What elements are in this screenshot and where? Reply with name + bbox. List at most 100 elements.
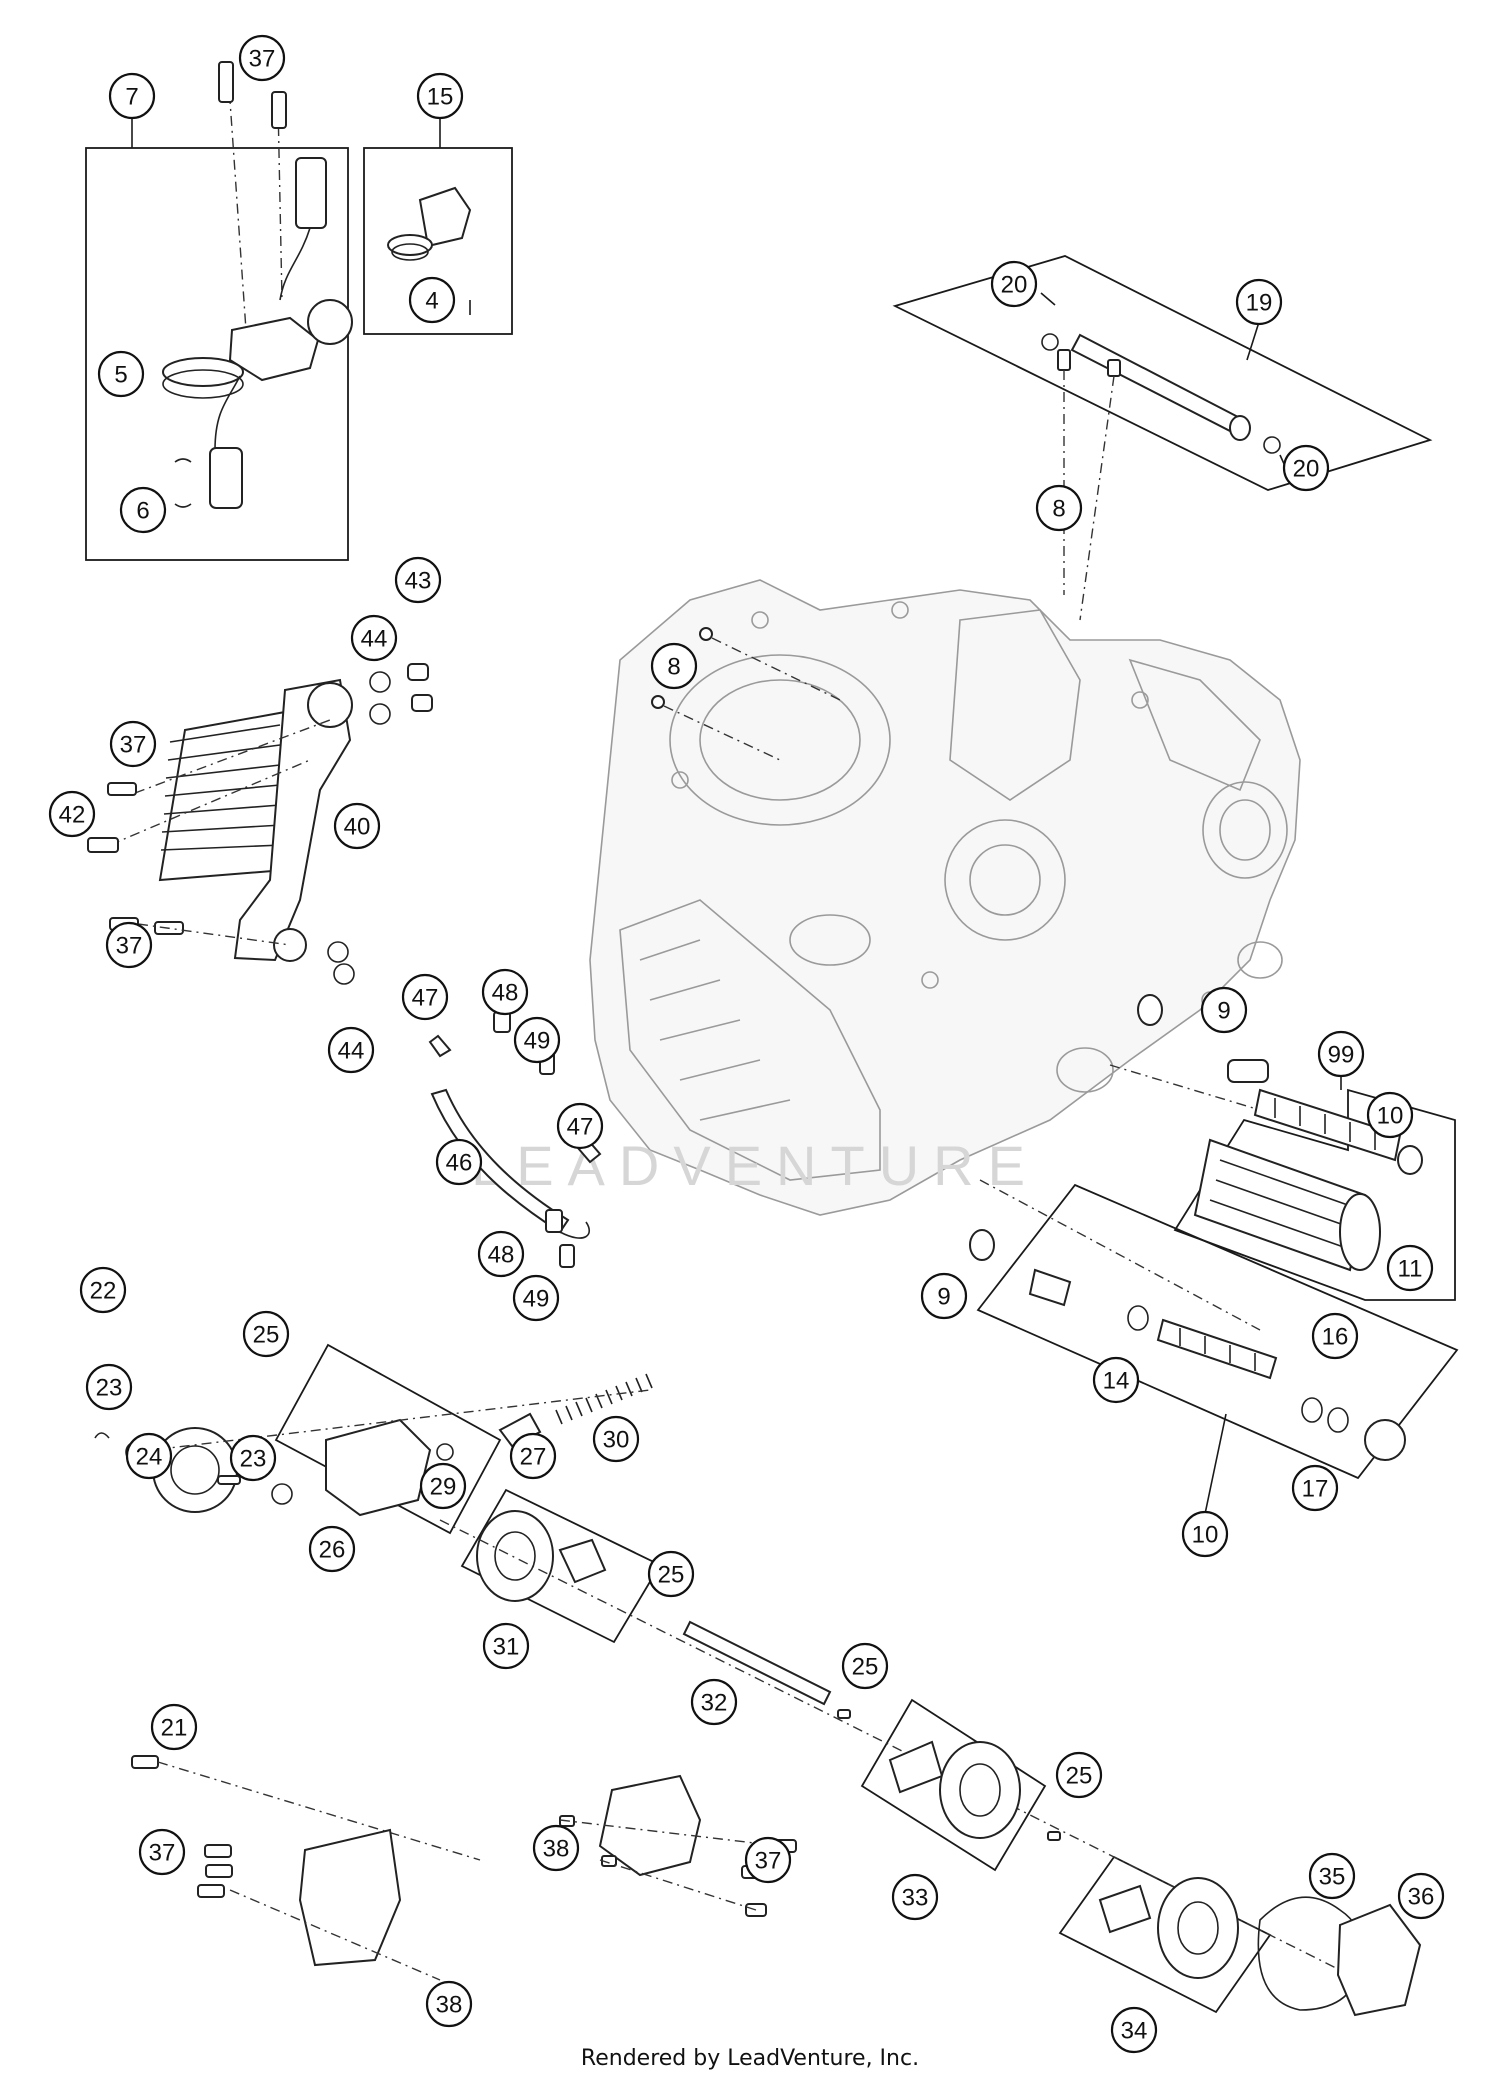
group-box-15: [363, 115, 513, 335]
callout-38a: 38: [532, 1824, 580, 1872]
callout-circle: [1035, 484, 1083, 532]
callout-number: 47: [412, 985, 439, 1012]
callout-34: 34: [1110, 2006, 1158, 2054]
tube-19: [1041, 333, 1281, 454]
callout-circle: [690, 1678, 738, 1726]
callout-number: 8: [1052, 496, 1065, 523]
callout-circle: [308, 1525, 356, 1573]
callout-number: 33: [902, 1885, 929, 1912]
callout-circle: [229, 1434, 277, 1482]
callout-circle: [1397, 1872, 1445, 1920]
callout-number: 7: [125, 84, 138, 111]
group-box-19: [892, 255, 1433, 491]
callout-circle: [419, 1462, 467, 1510]
callout-35: 35: [1308, 1852, 1356, 1900]
callout-8b: 8: [650, 642, 698, 690]
callout-number: 9: [937, 1284, 950, 1311]
callout-25a: 25: [242, 1310, 290, 1358]
callout-number: 43: [405, 568, 432, 595]
callout-99: 99: [1317, 1030, 1365, 1078]
oil-pressure-sensor-assembly: [162, 61, 353, 509]
callout-circle: [333, 802, 381, 850]
callout-number: 21: [161, 1715, 188, 1742]
callout-circle: [592, 1415, 640, 1463]
callout-circle: [394, 556, 442, 604]
callout-number: 37: [249, 46, 276, 73]
callout-number: 6: [136, 498, 149, 525]
callout-circle: [1181, 1510, 1229, 1558]
callout-circle: [79, 1266, 127, 1314]
callout-37a: 37: [238, 34, 286, 82]
callout-16: 16: [1311, 1312, 1359, 1360]
callout-circle: [1282, 444, 1330, 492]
callout-number: 49: [524, 1028, 551, 1055]
callout-number: 16: [1322, 1324, 1349, 1351]
callout-circle: [1311, 1312, 1359, 1360]
callout-25d: 25: [1055, 1751, 1103, 1799]
callout-21: 21: [150, 1703, 198, 1751]
engine-crankcase: [589, 579, 1301, 1216]
callout-circle: [150, 1703, 198, 1751]
callout-number: 20: [1293, 456, 1320, 483]
callout-circle: [481, 968, 529, 1016]
callout-number: 44: [338, 1038, 365, 1065]
callout-40: 40: [333, 802, 381, 850]
callout-19: 19: [1235, 278, 1283, 326]
callout-circle: [416, 72, 464, 120]
callout-circle: [482, 1622, 530, 1670]
callout-circle: [242, 1310, 290, 1358]
callout-circle: [425, 1980, 473, 2028]
group-box-7: [85, 115, 349, 561]
callout-11: 11: [1386, 1244, 1434, 1292]
callout-circle: [532, 1824, 580, 1872]
callout-number: 17: [1302, 1476, 1329, 1503]
callout-number: 8: [667, 654, 680, 681]
callout-circle: [744, 1836, 792, 1884]
callout-circle: [408, 276, 456, 324]
callout-number: 24: [136, 1444, 163, 1471]
callout-37c: 37: [105, 921, 153, 969]
callout-22: 22: [79, 1266, 127, 1314]
callout-circle: [1366, 1091, 1414, 1139]
callout-circle: [1308, 1852, 1356, 1900]
callout-number: 29: [430, 1474, 457, 1501]
callout-circle: [647, 1550, 695, 1598]
callout-number: 38: [543, 1836, 570, 1863]
callout-37b: 37: [109, 720, 157, 768]
callout-number: 15: [427, 84, 454, 111]
callout-circle: [513, 1016, 561, 1064]
callout-44a: 44: [350, 614, 398, 662]
callout-circle: [1317, 1030, 1365, 1078]
callout-circle: [1386, 1244, 1434, 1292]
callout-number: 48: [488, 1242, 515, 1269]
callout-circle: [108, 72, 156, 120]
callout-23b: 23: [229, 1434, 277, 1482]
callout-circle: [1055, 1751, 1103, 1799]
callout-number: 20: [1001, 272, 1028, 299]
callout-circle: [650, 642, 698, 690]
callout-circle: [138, 1828, 186, 1876]
callout-number: 25: [658, 1562, 685, 1589]
callout-circle: [556, 1102, 604, 1150]
callout-26: 26: [308, 1525, 356, 1573]
footer-credit: Rendered by LeadVenture, Inc.: [580, 2046, 920, 2071]
callout-number: 46: [446, 1150, 473, 1177]
callout-circle: [891, 1873, 939, 1921]
callout-number: 14: [1103, 1368, 1130, 1395]
callout-38b: 38: [425, 1980, 473, 2028]
callout-49b: 49: [512, 1274, 560, 1322]
callout-circle: [1092, 1356, 1140, 1404]
bolts-8: [651, 349, 1121, 761]
callout-number: 37: [149, 1840, 176, 1867]
callout-number: 25: [852, 1654, 879, 1681]
callout-circle: [1291, 1464, 1339, 1512]
callout-number: 47: [567, 1114, 594, 1141]
oil-cooler-assembly: [87, 663, 433, 985]
callout-circle: [990, 260, 1038, 308]
callout-circle: [512, 1274, 560, 1322]
callout-circle: [119, 486, 167, 534]
callout-5: 5: [97, 350, 145, 398]
callout-44b: 44: [327, 1026, 375, 1074]
callout-31: 31: [482, 1622, 530, 1670]
